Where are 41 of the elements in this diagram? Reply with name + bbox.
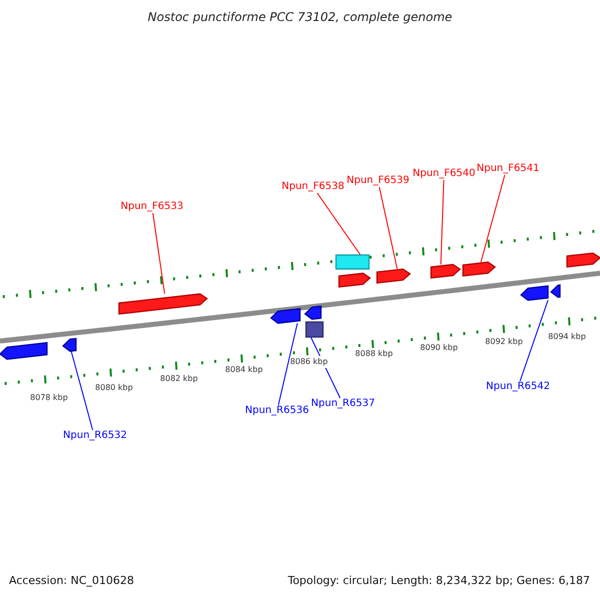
title: Nostoc punctiforme PCC 73102, complete genome [148,11,452,23]
leader-line [520,300,548,382]
gene-block [305,321,324,338]
leader-line [440,180,444,266]
leader-line [378,186,398,270]
gene-block [335,254,370,270]
gene-label: Npun_R6537 [311,398,375,410]
gene-feature [566,252,600,268]
gene-feature [304,306,322,320]
tick-label: 8078 kbp [30,392,68,404]
tick-label: 8090 kbp [420,342,458,354]
tick-label: 8092 kbp [485,336,523,348]
genome-stats-text: Topology: circular; Length: 8,234,322 bp; Genes: 6,187 [288,575,590,587]
tick-label: 8086 kbp [290,356,328,368]
gene-label: Npun_F6540 [412,168,476,180]
tick-label: 8082 kbp [160,373,198,385]
gene-feature [338,272,371,288]
tick-label: 8084 kbp [225,364,263,376]
gene-label: Npun_F6538 [282,181,344,193]
leader-line [278,322,298,406]
gene-feature [376,268,411,284]
gene-feature [270,308,301,324]
accession-text: Accession: NC_010628 [9,575,134,587]
gene-label: Npun_R6536 [245,405,309,417]
gene-label: Npun_F6533 [120,201,184,213]
gene-feature [462,262,496,277]
gene-feature [0,342,48,360]
gene-feature [430,264,461,279]
gene-label: Npun_F6539 [346,175,410,187]
gene-label: Npun_F6541 [476,163,540,175]
leader-line [152,212,166,294]
gene-label: Npun_R6532 [63,430,127,442]
gene-feature [118,293,208,315]
leader-line [70,350,94,430]
tick-label: 8088 kbp [355,348,393,360]
tick-label: 8080 kbp [95,382,133,394]
leader-line [480,174,506,263]
gene-label: Npun_R6542 [486,381,550,393]
tick-label: 8094 kbp [548,331,586,343]
leader-line [316,192,361,256]
gene-feature [62,338,77,352]
